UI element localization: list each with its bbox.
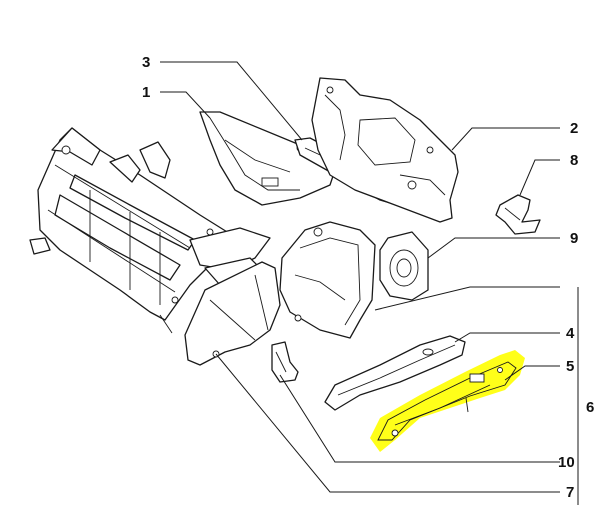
wheel-arch-panel — [279, 221, 376, 339]
callout-1: 1 — [142, 84, 150, 101]
callout-2: 2 — [570, 120, 578, 137]
part-2-bulkhead-panel — [311, 77, 459, 223]
callout-8: 8 — [570, 152, 578, 169]
part-9-strut-cap — [379, 231, 429, 301]
callout-7: 7 — [566, 484, 574, 501]
part-1-dash-panel — [199, 111, 336, 206]
callout-9: 9 — [570, 230, 578, 247]
front-frame-assembly — [29, 127, 271, 334]
callout-3: 3 — [142, 54, 150, 71]
callout-5: 5 — [566, 358, 574, 375]
leader-lines — [160, 61, 579, 505]
part-7-side-panel — [184, 261, 281, 366]
part-4-upper-rail — [324, 335, 466, 411]
part-5-highlight — [370, 350, 525, 452]
part-5-highlighted-rail — [370, 350, 525, 452]
callout-6: 6 — [586, 399, 594, 416]
callout-labels: 3 1 2 8 9 4 5 6 10 7 — [142, 54, 594, 501]
part-10-mount-bracket — [271, 341, 299, 383]
part-8-bracket — [495, 194, 541, 235]
callout-4: 4 — [566, 325, 575, 342]
callout-10: 10 — [558, 454, 575, 471]
